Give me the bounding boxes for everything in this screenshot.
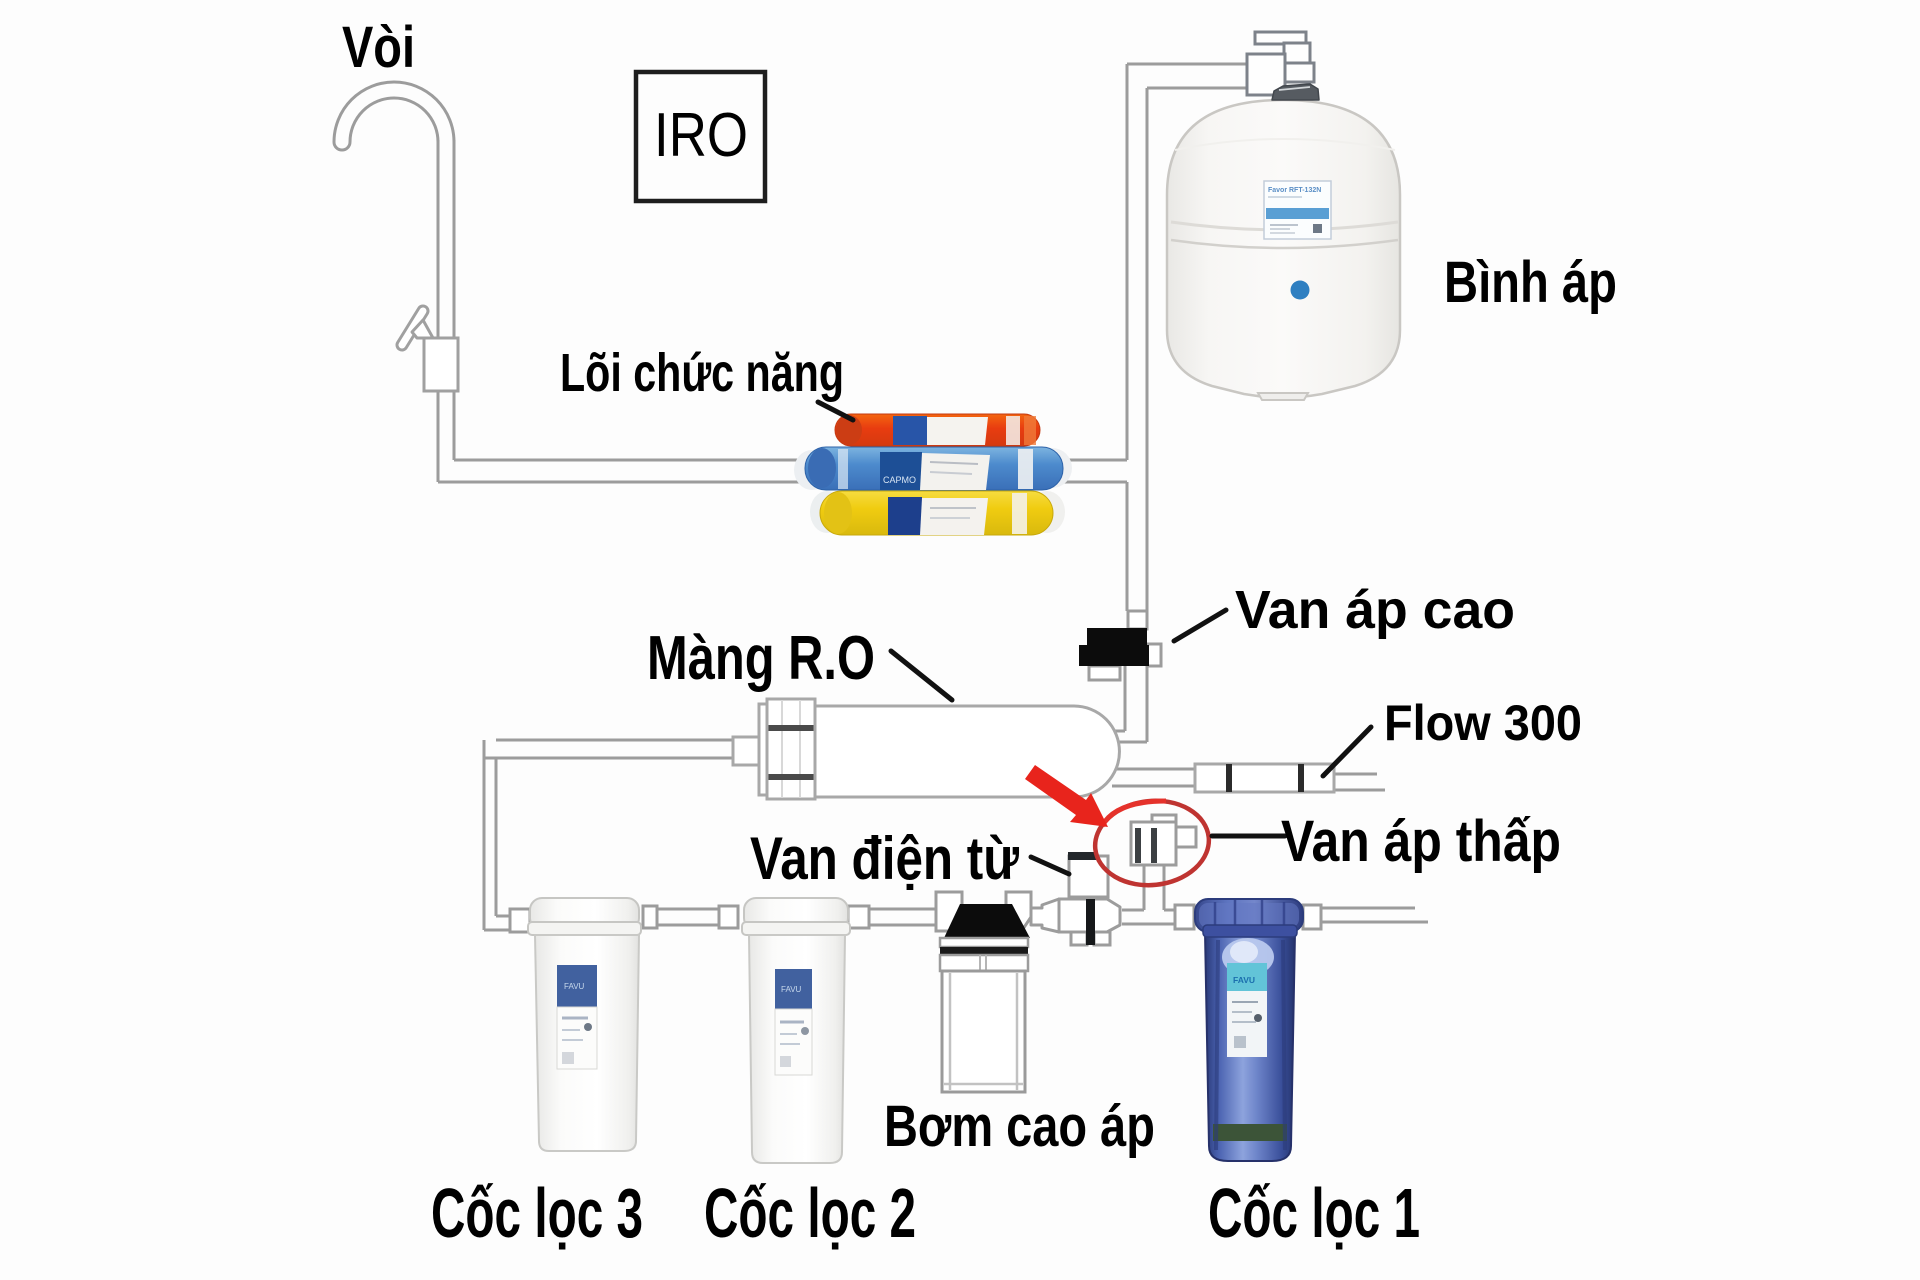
svg-text:Lõi chức năng: Lõi chức năng (560, 343, 844, 403)
svg-text:Bình áp: Bình áp (1444, 250, 1617, 315)
svg-text:Van điện từ: Van điện từ (750, 825, 1019, 892)
svg-text:CAPMO: CAPMO (883, 475, 916, 485)
svg-text:Van áp cao: Van áp cao (1235, 580, 1515, 640)
svg-text:IRO: IRO (654, 101, 748, 170)
svg-text:Cốc lọc 2: Cốc lọc 2 (704, 1174, 916, 1252)
svg-text:Vòi: Vòi (342, 15, 415, 80)
svg-text:FAVU: FAVU (781, 985, 802, 994)
svg-text:FAVU: FAVU (564, 982, 585, 991)
svg-text:Flow 300: Flow 300 (1384, 695, 1582, 751)
svg-text:Màng R.O: Màng R.O (647, 624, 875, 693)
svg-text:FAVU: FAVU (1233, 975, 1255, 985)
svg-text:Favor RFT-132N: Favor RFT-132N (1268, 187, 1321, 194)
svg-text:Cốc lọc 1: Cốc lọc 1 (1208, 1174, 1420, 1252)
svg-text:Bơm cao áp: Bơm cao áp (884, 1094, 1155, 1159)
svg-text:Cốc lọc 3: Cốc lọc 3 (431, 1174, 643, 1252)
svg-text:Van áp thấp: Van áp thấp (1281, 809, 1561, 874)
